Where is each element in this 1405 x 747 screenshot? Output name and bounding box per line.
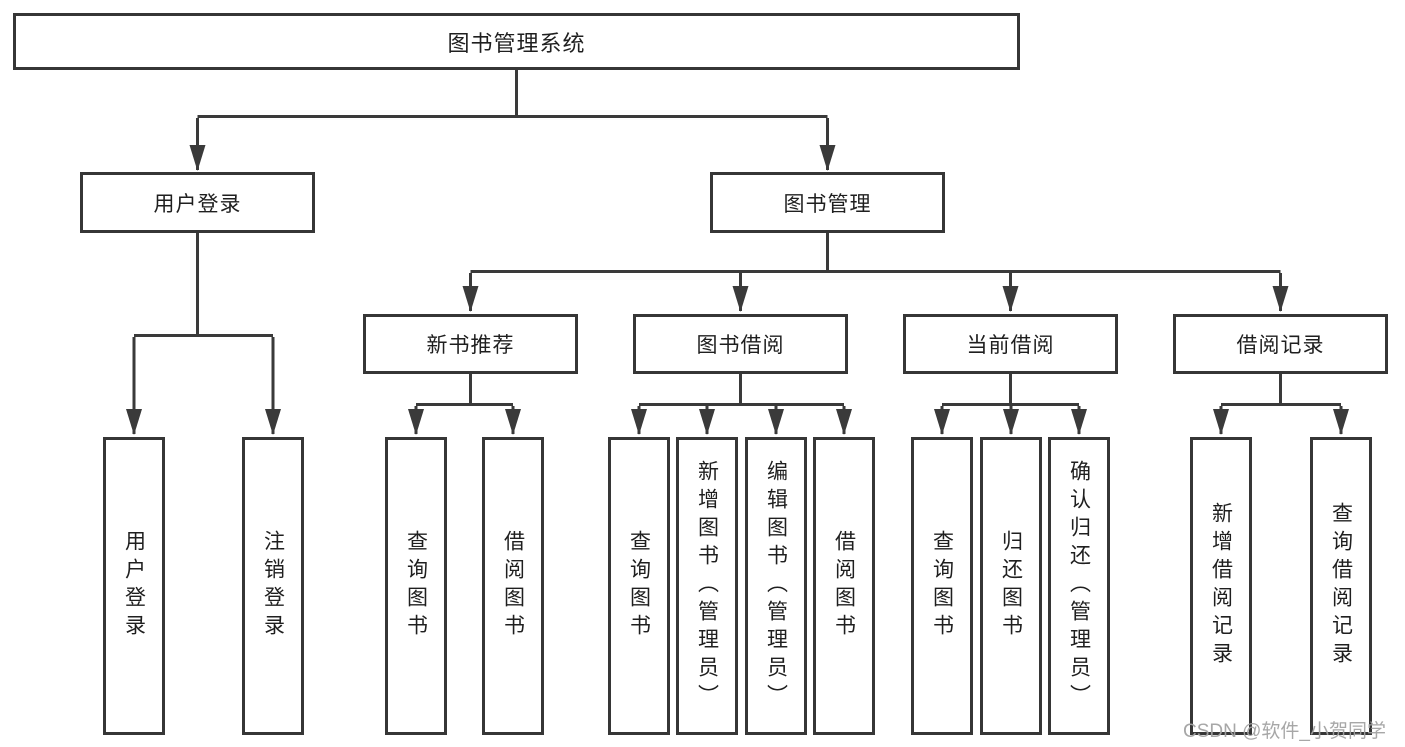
leaf-edit-books-admin: 编辑图书（管理员）: [745, 437, 807, 735]
leaf-borrow-books-borrow-label: 借阅图书: [832, 530, 856, 642]
leaf-confirm-return-admin-label: 确认归还（管理员）: [1067, 460, 1091, 712]
node-borrow-records: 借阅记录: [1173, 314, 1388, 374]
leaf-return-books-label: 归还图书: [999, 530, 1023, 642]
leaf-add-books-admin: 新增图书（管理员）: [676, 437, 738, 735]
leaf-return-books: 归还图书: [980, 437, 1042, 735]
leaf-confirm-return-admin: 确认归还（管理员）: [1048, 437, 1110, 735]
node-current-borrow: 当前借阅: [903, 314, 1118, 374]
leaf-query-borrow-record-label: 查询借阅记录: [1329, 502, 1353, 670]
node-book-management-label: 图书管理: [783, 192, 872, 216]
leaf-query-books-recommend-label: 查询图书: [404, 530, 428, 642]
node-book-borrow: 图书借阅: [633, 314, 848, 374]
node-new-book-recommend: 新书推荐: [363, 314, 578, 374]
node-book-borrow-label: 图书借阅: [696, 334, 785, 357]
leaf-borrow-books-recommend-label: 借阅图书: [501, 530, 525, 642]
node-user-login-label: 用户登录: [153, 192, 242, 216]
node-book-management: 图书管理: [710, 172, 945, 233]
leaf-query-books-current-label: 查询图书: [930, 530, 954, 642]
leaf-query-books-borrow: 查询图书: [608, 437, 670, 735]
leaf-logout-label: 注销登录: [261, 530, 285, 642]
node-root-label: 图书管理系统: [447, 30, 586, 56]
leaf-edit-books-admin-label: 编辑图书（管理员）: [764, 460, 788, 712]
leaf-query-books-current: 查询图书: [911, 437, 973, 735]
node-new-book-recommend-label: 新书推荐: [426, 334, 515, 357]
leaf-query-books-recommend: 查询图书: [385, 437, 447, 735]
node-borrow-records-label: 借阅记录: [1236, 334, 1325, 357]
leaf-add-borrow-record: 新增借阅记录: [1190, 437, 1252, 735]
leaf-query-books-borrow-label: 查询图书: [627, 530, 651, 642]
leaf-borrow-books-recommend: 借阅图书: [482, 437, 544, 735]
leaf-user-login: 用户登录: [103, 437, 165, 735]
leaf-add-borrow-record-label: 新增借阅记录: [1209, 502, 1233, 670]
node-user-login: 用户登录: [80, 172, 315, 233]
node-root: 图书管理系统: [13, 13, 1020, 70]
leaf-add-books-admin-label: 新增图书（管理员）: [695, 460, 719, 712]
leaf-borrow-books-borrow: 借阅图书: [813, 437, 875, 735]
leaf-query-borrow-record: 查询借阅记录: [1310, 437, 1372, 735]
node-current-borrow-label: 当前借阅: [966, 334, 1055, 357]
watermark: CSDN @软件_小贺同学: [1183, 721, 1386, 742]
leaf-user-login-label: 用户登录: [122, 530, 146, 642]
leaf-logout: 注销登录: [242, 437, 304, 735]
